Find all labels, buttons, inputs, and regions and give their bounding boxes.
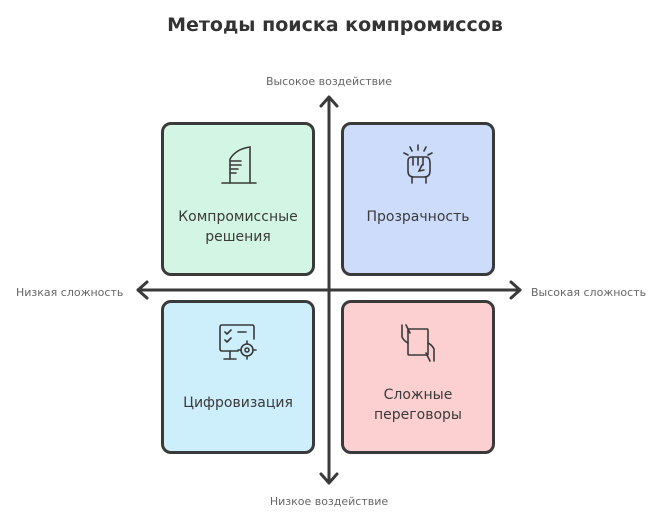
axis-label-top: Высокое воздействие bbox=[265, 75, 393, 88]
building-icon bbox=[221, 146, 257, 184]
quadrant-complex-negotiations: Сложные переговоры bbox=[341, 300, 495, 454]
quadrant-label: Прозрачность bbox=[366, 209, 470, 225]
quadrant-transparency: Прозрачность bbox=[341, 122, 495, 276]
axis-label-bottom: Низкое воздействие bbox=[269, 495, 389, 508]
arrow-up-icon bbox=[319, 95, 339, 108]
quadrant-compromise-solutions: Компромиссные решения bbox=[161, 122, 315, 276]
monitor-gear-icon bbox=[219, 324, 257, 360]
arrow-left-icon bbox=[136, 280, 149, 300]
quadrant-label: Цифровизация bbox=[183, 395, 293, 411]
hands-document-icon bbox=[401, 324, 435, 362]
arrow-right-icon bbox=[509, 280, 522, 300]
quadrant-label: Сложные переговоры bbox=[374, 387, 462, 423]
quadrant-label: Компромиссные решения bbox=[178, 209, 298, 245]
axis-label-left: Низкая сложность bbox=[16, 286, 124, 299]
arrow-down-icon bbox=[319, 472, 339, 485]
quadrant-digitalization: Цифровизация bbox=[161, 300, 315, 454]
diagram-title: Методы поиска компромиссов bbox=[167, 14, 503, 36]
fist-icon bbox=[403, 144, 433, 184]
axis-label-right: Высокая сложность bbox=[531, 286, 647, 299]
